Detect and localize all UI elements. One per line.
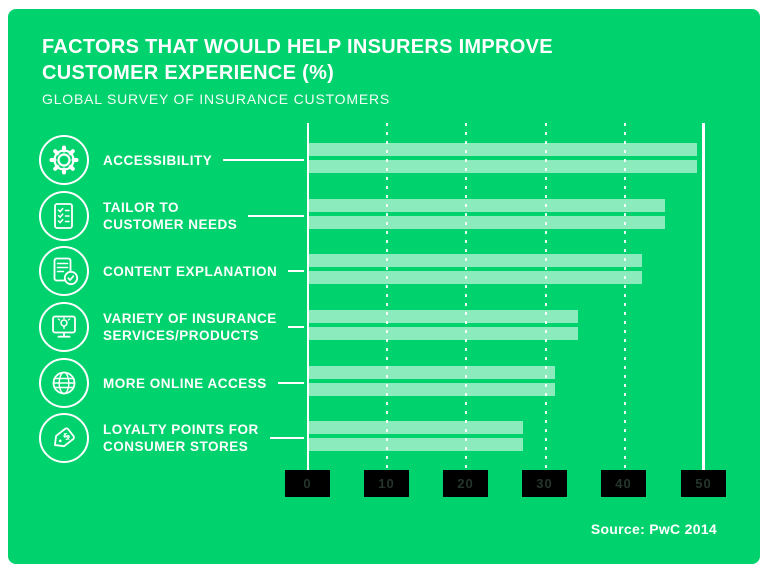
leader-line bbox=[269, 437, 304, 439]
leader-line bbox=[277, 382, 304, 384]
gear-icon bbox=[38, 134, 90, 186]
document-check-badge-icon bbox=[38, 245, 90, 297]
bar-variety-bottom bbox=[309, 327, 578, 340]
bar-loyalty-bottom bbox=[309, 438, 523, 451]
source-credit: Source: PwC 2014 bbox=[590, 521, 717, 537]
price-tag-dollar-icon: $ bbox=[38, 412, 90, 464]
chart-title: FACTORS THAT WOULD HELP INSURERS IMPROVE… bbox=[42, 34, 553, 86]
category-row-content: CONTENT EXPLANATION bbox=[38, 243, 304, 299]
leader-line bbox=[223, 159, 304, 161]
gridline-40 bbox=[624, 123, 626, 470]
gridline-50 bbox=[702, 123, 705, 470]
title-line-1: FACTORS THAT WOULD HELP INSURERS IMPROVE bbox=[42, 36, 553, 58]
bar-online-bottom bbox=[309, 383, 555, 396]
chart-subtitle: GLOBAL SURVEY OF INSURANCE CUSTOMERS bbox=[42, 91, 391, 107]
bar-tailor-bottom bbox=[309, 216, 665, 229]
checklist-document-icon bbox=[38, 190, 90, 242]
x-tick-0: 0 bbox=[285, 470, 330, 497]
gridline-30 bbox=[545, 123, 547, 470]
leader-line bbox=[248, 215, 304, 217]
category-row-online: MORE ONLINE ACCESS bbox=[38, 355, 304, 411]
globe-icon bbox=[38, 357, 90, 409]
green-panel: FACTORS THAT WOULD HELP INSURERS IMPROVE… bbox=[8, 9, 760, 564]
category-row-loyalty: $ LOYALTY POINTS FOR CONSUMER STORES bbox=[38, 410, 304, 466]
category-label: ACCESSIBILITY bbox=[103, 152, 213, 168]
svg-text:$: $ bbox=[61, 430, 73, 443]
bar-online-top bbox=[309, 366, 555, 379]
bar-content-top bbox=[309, 254, 642, 267]
leader-line bbox=[288, 270, 304, 272]
x-tick-40: 40 bbox=[601, 470, 646, 497]
bar-accessibility-bottom bbox=[309, 160, 697, 173]
x-tick-50: 50 bbox=[681, 470, 726, 497]
monitor-lightbulb-icon bbox=[38, 301, 90, 353]
x-tick-20: 20 bbox=[443, 470, 488, 497]
category-row-accessibility: ACCESSIBILITY bbox=[38, 132, 304, 188]
bar-tailor-top bbox=[309, 199, 665, 212]
bar-accessibility-top bbox=[309, 143, 697, 156]
gridline-0 bbox=[307, 123, 309, 470]
gridline-10 bbox=[386, 123, 388, 470]
category-label: VARIETY OF INSURANCE SERVICES/PRODUCTS bbox=[103, 311, 277, 343]
x-tick-30: 30 bbox=[522, 470, 567, 497]
bar-variety-top bbox=[309, 310, 578, 323]
gridline-20 bbox=[465, 123, 467, 470]
bar-content-bottom bbox=[309, 271, 642, 284]
x-tick-10: 10 bbox=[364, 470, 409, 497]
bar-loyalty-top bbox=[309, 421, 523, 434]
title-line-2: CUSTOMER EXPERIENCE (%) bbox=[42, 62, 335, 84]
category-row-tailor: TAILOR TO CUSTOMER NEEDS bbox=[38, 188, 304, 244]
category-label: TAILOR TO CUSTOMER NEEDS bbox=[103, 200, 238, 232]
category-label: MORE ONLINE ACCESS bbox=[103, 375, 267, 391]
leader-line bbox=[287, 326, 304, 328]
category-row-variety: VARIETY OF INSURANCE SERVICES/PRODUCTS bbox=[38, 299, 304, 355]
category-label: CONTENT EXPLANATION bbox=[103, 263, 278, 279]
category-label: LOYALTY POINTS FOR CONSUMER STORES bbox=[103, 422, 259, 454]
